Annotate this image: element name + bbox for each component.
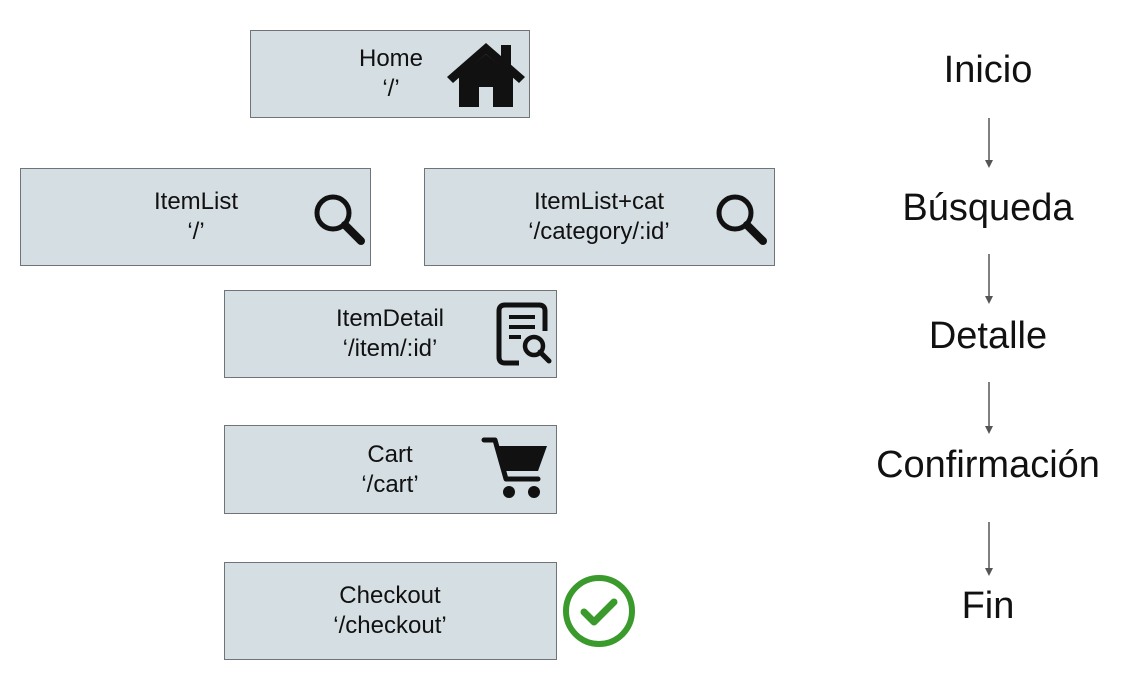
home-icon	[445, 39, 527, 109]
node-cart: Cart ‘/cart’	[224, 425, 557, 514]
node-name: Checkout	[339, 582, 441, 609]
cart-icon	[481, 434, 551, 504]
stage-inicio: Inicio	[943, 49, 1033, 91]
node-name: Cart	[367, 440, 413, 468]
node-name: ItemDetail	[335, 305, 445, 332]
node-name: ItemList+cat	[533, 188, 665, 215]
node-label: Cart ‘/cart’	[361, 440, 418, 500]
node-route: ‘/’	[382, 75, 400, 102]
check-circle-icon	[561, 573, 637, 649]
node-route: ‘/checkout’	[333, 612, 447, 639]
node-route: ‘/item/:id’	[342, 335, 438, 362]
node-route: ‘/’	[187, 218, 205, 245]
node-label: ItemList+cat ‘/category/:id’	[528, 187, 669, 247]
arrow-down	[980, 522, 998, 576]
node-label: Checkout ‘/checkout’	[333, 581, 446, 641]
node-itemlist-cat: ItemList+cat ‘/category/:id’	[424, 168, 775, 266]
node-home: Home ‘/’	[250, 30, 530, 118]
node-itemlist: ItemList ‘/’	[20, 168, 371, 266]
node-label: ItemList ‘/’	[154, 187, 238, 247]
node-route: ‘/category/:id’	[528, 218, 670, 245]
stage-fin: Fin	[961, 585, 1015, 627]
stage-busqueda: Búsqueda	[902, 187, 1074, 229]
node-itemdetail: ItemDetail ‘/item/:id’	[224, 290, 557, 378]
search-icon	[311, 191, 367, 247]
arrow-down	[980, 254, 998, 304]
node-name: ItemList	[153, 188, 239, 215]
search-icon	[713, 191, 769, 247]
arrow-down	[980, 382, 998, 434]
node-route: ‘/cart’	[361, 470, 419, 498]
node-checkout: Checkout ‘/checkout’	[224, 562, 557, 660]
stage-detalle: Detalle	[928, 315, 1048, 357]
stage-confirmacion: Confirmación	[876, 444, 1100, 486]
node-name: Home	[358, 45, 424, 72]
node-label: Home ‘/’	[359, 44, 423, 104]
arrow-down	[980, 118, 998, 168]
node-label: ItemDetail ‘/item/:id’	[336, 304, 444, 364]
document-search-icon	[495, 301, 553, 367]
